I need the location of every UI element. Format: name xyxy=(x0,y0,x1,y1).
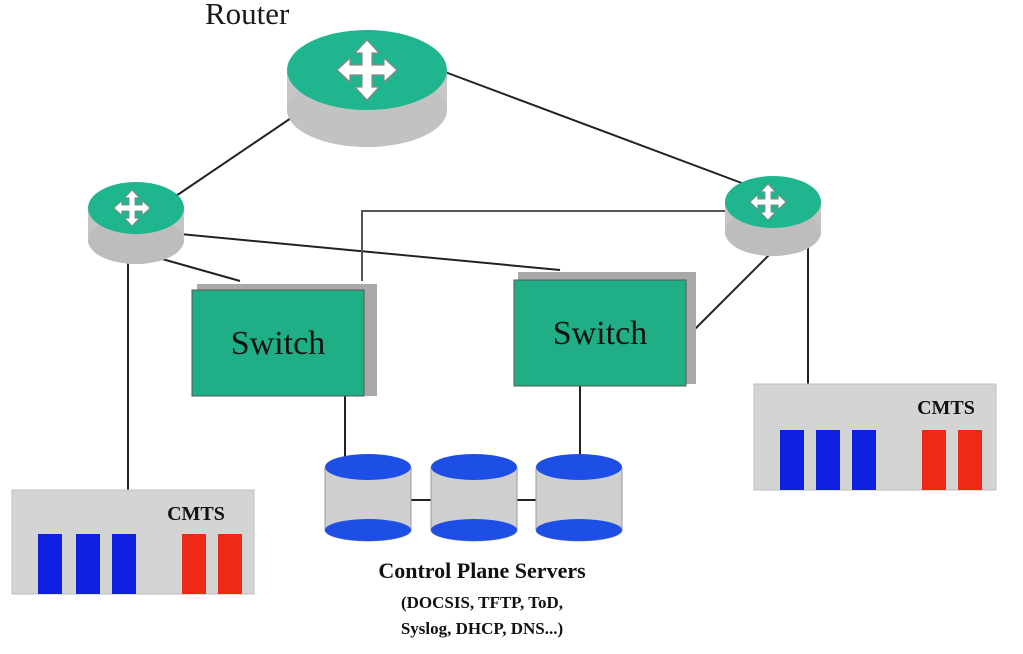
right-cmts-blue-slot-2 xyxy=(816,430,840,490)
left-cmts-red-slot-1 xyxy=(182,534,206,594)
left-cmts-red-slot-2 xyxy=(218,534,242,594)
database-cylinder-icon xyxy=(324,454,412,542)
left-cmts: CMTS xyxy=(11,489,255,595)
router-arrows-icon xyxy=(749,183,787,221)
right-cmts-red-slot-2 xyxy=(958,430,982,490)
control-plane-servers xyxy=(324,454,623,542)
left-cmts-blue-slot-3 xyxy=(112,534,136,594)
left-switch-label: Switch xyxy=(231,325,325,362)
right-cmts: CMTS xyxy=(753,383,997,491)
right-switch-label: Switch xyxy=(553,315,647,352)
router-arrows-icon xyxy=(336,39,398,101)
link-left-switch-right-router xyxy=(361,210,727,281)
core-router xyxy=(287,30,447,147)
link-right-router-right-switch xyxy=(693,253,771,331)
database-cylinder-icon xyxy=(430,454,518,542)
link-core-left-router xyxy=(169,111,301,201)
left-switch: Switch xyxy=(191,284,377,397)
database-cylinder-icon xyxy=(535,454,623,542)
right-cmts-red-slot-1 xyxy=(922,430,946,490)
servers-subtitle-line-2: Syslog, DHCP, DNS...) xyxy=(401,619,563,638)
link-core-right-router xyxy=(444,71,756,189)
right-cmts-label: CMTS xyxy=(917,397,975,419)
right-switch: Switch xyxy=(513,272,696,387)
right-cmts-blue-slot-3 xyxy=(852,430,876,490)
right-cmts-blue-slot-1 xyxy=(780,430,804,490)
left-cmts-blue-slot-2 xyxy=(76,534,100,594)
left-cmts-label: CMTS xyxy=(167,503,225,525)
router-arrows-icon xyxy=(113,189,151,227)
left-switch-box xyxy=(191,289,365,397)
left-router xyxy=(88,182,184,264)
right-router xyxy=(725,176,821,256)
link-left-router-right-switch xyxy=(179,233,561,271)
servers-subtitle-line-1: (DOCSIS, TFTP, ToD, xyxy=(401,593,563,612)
router-label: Router xyxy=(205,0,290,31)
right-switch-box xyxy=(513,279,687,387)
servers-title: Control Plane Servers xyxy=(378,558,586,583)
left-cmts-blue-slot-1 xyxy=(38,534,62,594)
